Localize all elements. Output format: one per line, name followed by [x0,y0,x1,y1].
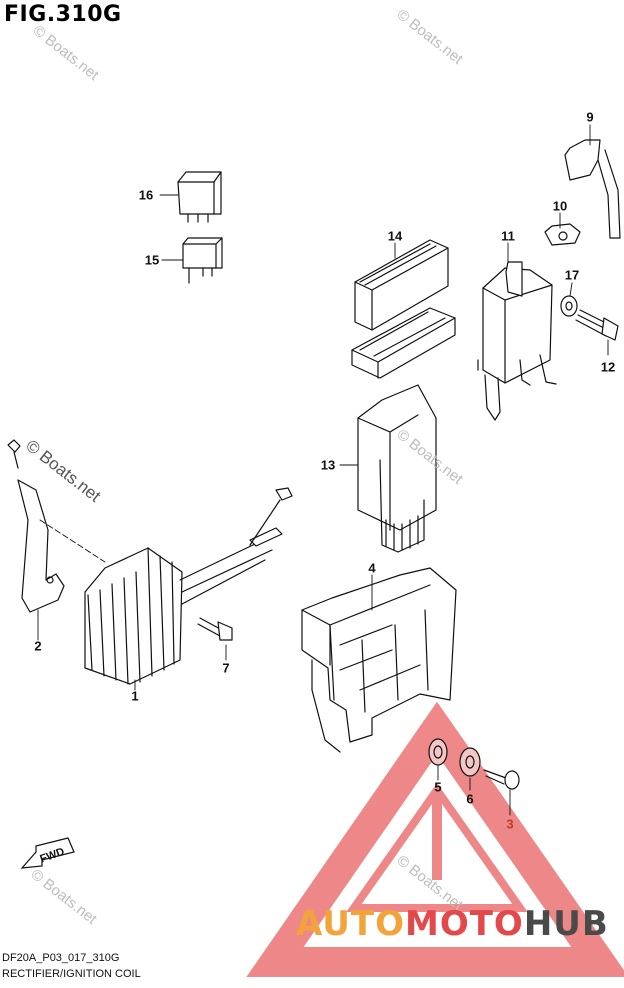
bolt-part-12[interactable] [575,309,619,341]
rectifier-part-1[interactable] [84,487,293,685]
warning-triangle-logo [246,701,624,977]
clip-part-10[interactable] [544,223,581,246]
callout-10[interactable]: 10 [552,198,568,214]
bracket-part-4[interactable] [301,567,457,753]
callout-7[interactable]: 7 [222,660,230,676]
automotohub-logo: AUTOMOTOHUB [296,904,609,944]
ecu-part-13[interactable] [357,384,437,553]
fwd-arrow-icon: FWD [20,837,75,869]
callout-3[interactable]: 3 [506,816,514,832]
logo-part-moto: MOTO [404,904,524,944]
bolt-part-7[interactable] [197,617,233,641]
plug-cap-part-9[interactable] [564,139,621,239]
ignition-coil-part-11[interactable] [477,261,557,421]
logo-part-auto: AUTO [296,904,405,944]
callout-17[interactable]: 17 [564,267,580,283]
callout-16[interactable]: 16 [138,187,154,203]
cover-part-14[interactable] [351,239,456,379]
callout-11[interactable]: 11 [501,228,515,244]
relay-part-15[interactable] [182,237,223,284]
logo-part-hub: HUB [523,904,609,944]
callout-14[interactable]: 14 [387,228,403,244]
figure-code: DF20A_P03_017_310G [2,952,120,964]
grommet-part-5[interactable] [428,738,448,766]
screw-part-left[interactable] [7,439,21,469]
callout-9[interactable]: 9 [586,109,594,125]
collar-part-6[interactable] [459,747,481,777]
relay-part-16[interactable] [177,171,222,223]
bolt-part-3[interactable] [483,769,520,790]
callout-4[interactable]: 4 [368,560,376,576]
callout-15[interactable]: 15 [144,252,160,268]
callout-6[interactable]: 6 [466,791,474,807]
callout-2[interactable]: 2 [34,638,42,654]
leader-lines [37,124,609,816]
figure-title: FIG.310G [4,2,122,27]
callout-12[interactable]: 12 [600,359,616,375]
callout-1[interactable]: 1 [131,688,139,704]
callout-5[interactable]: 5 [434,779,442,795]
washer-part-17[interactable] [560,295,578,317]
callout-13[interactable]: 13 [320,457,336,473]
bracket-part-2[interactable] [17,479,65,613]
figure-caption: RECTIFIER/IGNITION COIL [2,968,141,980]
